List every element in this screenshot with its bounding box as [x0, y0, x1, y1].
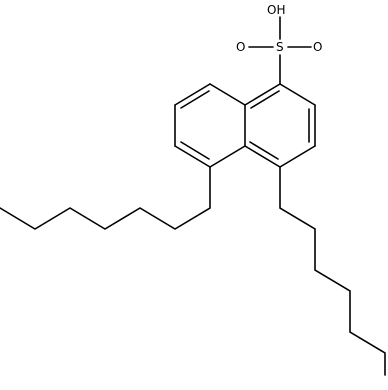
bond-c8a-c8 — [209, 83, 246, 106]
bond-c8a-c1 — [244, 83, 281, 106]
bond-c8a-c1-inner — [250, 90, 280, 109]
bonds — [0, 16, 386, 376]
sulfur-label: S — [276, 40, 284, 54]
heptyl-chain-left — [0, 166, 211, 230]
bond-c6-c5-inner — [180, 141, 210, 160]
bond-c8-c7-inner — [180, 90, 210, 109]
bond-c6-c5 — [174, 145, 211, 168]
oxygen-left-label: O — [236, 40, 245, 54]
bond-c3-c4 — [279, 145, 316, 168]
bond-c1-c2 — [279, 83, 316, 106]
hydroxyl-label: OH — [267, 3, 285, 17]
bond-c5-c4a — [209, 145, 246, 168]
oxygen-right-label: O — [313, 40, 322, 54]
bond-c4-c4a — [244, 145, 281, 168]
heptyl-chain-right — [279, 166, 386, 376]
atom-labels: OH O S O — [236, 3, 322, 54]
bond-c4-c4a-inner — [249, 141, 279, 160]
bond-c8-c7 — [174, 83, 211, 106]
